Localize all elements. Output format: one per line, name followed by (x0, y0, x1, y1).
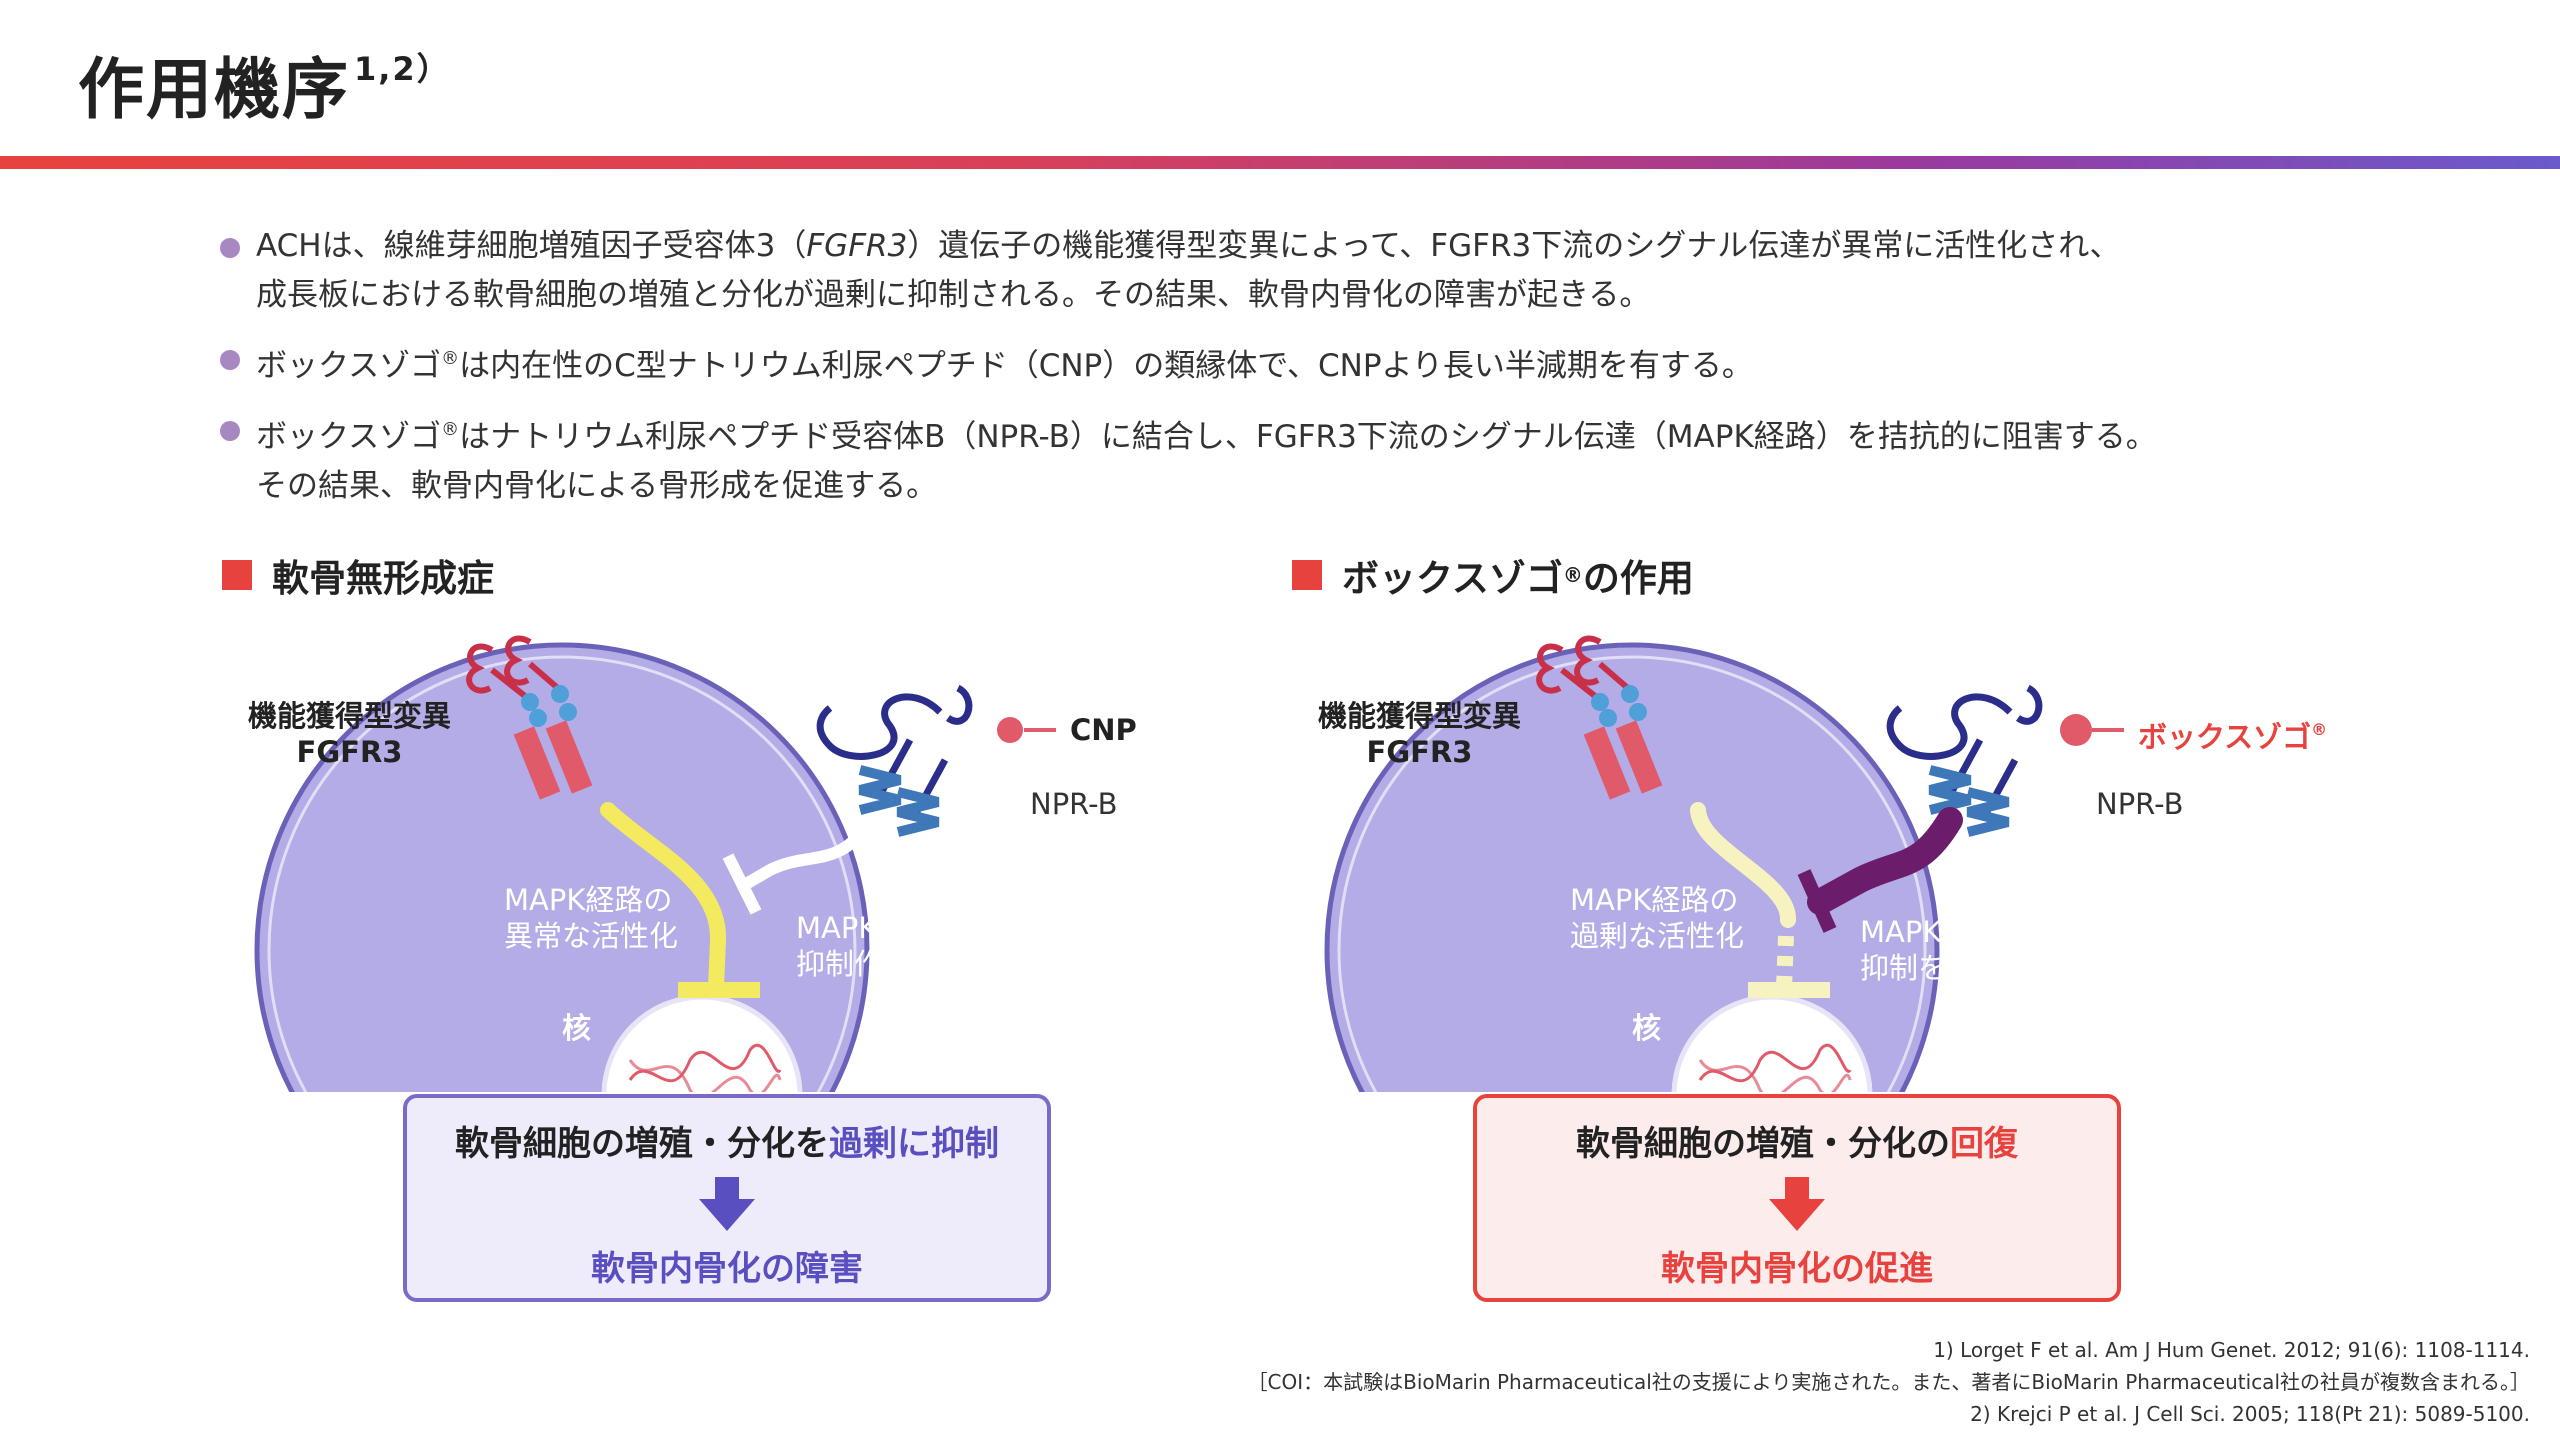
bullet-line: 成長板における軟骨細胞の増殖と分化が過剰に抑制される。その結果、軟骨内骨化の障害… (256, 277, 1651, 313)
nucleus-label: 核 (562, 1011, 592, 1045)
mapk-activation-label: MAPK経路の 過剰な活性化 (1570, 883, 1745, 953)
cell-illustration (1324, 635, 2124, 1092)
bullet-item: ボックスゾゴ®は内在性のC型ナトリウム利尿ペプチド（CNP）の類縁体で、CNPよ… (220, 334, 2440, 391)
title-reference: 1,2） (354, 50, 451, 88)
mapk-inhibition-label: MAPK経路の 抑制作用 (796, 911, 965, 981)
down-arrow-icon (407, 1177, 1047, 1231)
header-gradient-bar (0, 156, 2560, 169)
drug-action-diagram: 機能獲得型変異 FGFR3 ボックスゾゴ® NPR-B MAPK経路の 過剰な活… (1300, 620, 2327, 1320)
bullet-item: ボックスゾゴ®はナトリウム利尿ペプチド受容体B（NPR-B）に結合し、FGFR3… (220, 405, 2440, 511)
achondroplasia-result-box: 軟骨細胞の増殖・分化を過剰に抑制 軟骨内骨化の障害 (403, 1094, 1051, 1302)
bullet-line: ACHは、線維芽細胞増殖因子受容体3（FGFR3）遺伝子の機能獲得型変異によって… (256, 228, 2121, 264)
reference-2: 2) Krejci P et al. J Cell Sci. 2005; 118… (1970, 1402, 2530, 1426)
achondroplasia-diagram: 機能獲得型変異 FGFR3 CNP NPR-B MAPK経路の 異常な活性化 M… (230, 620, 1137, 1320)
references: 1) Lorget F et al. Am J Hum Genet. 2012;… (1248, 1334, 2530, 1430)
bullet-line: ボックスゾゴ®はナトリウム利尿ペプチド受容体B（NPR-B）に結合し、FGFR3… (256, 419, 2157, 455)
result-cause: 軟骨細胞の増殖・分化の回復 (1576, 1124, 2018, 1164)
mapk-inhibition-label: MAPK経路の 抑制を強化 (1860, 915, 2029, 985)
fgfr3-label: 機能獲得型変異 FGFR3 (248, 699, 452, 769)
cnp-label: CNP (1070, 713, 1137, 747)
drug-result-box: 軟骨細胞の増殖・分化の回復 軟骨内骨化の促進 (1473, 1094, 2121, 1302)
drug-label: ボックスゾゴ® (2138, 720, 2328, 754)
cell-illustration (254, 635, 1056, 1092)
right-section-heading: ボックスゾゴ®の作用 (1292, 548, 1694, 602)
heading-square-icon (1292, 560, 1322, 590)
bullet-line: その結果、軟骨内骨化による骨形成を促進する。 (256, 468, 938, 504)
mapk-activation-label: MAPK経路の 異常な活性化 (504, 883, 679, 953)
nprb-label: NPR-B (2096, 787, 2184, 821)
fgfr3-label: 機能獲得型変異 FGFR3 (1318, 699, 1522, 769)
nucleus-label: 核 (1632, 1011, 1662, 1045)
bullet-line: ボックスゾゴ®は内在性のC型ナトリウム利尿ペプチド（CNP）の類縁体で、CNPよ… (256, 348, 1753, 384)
bullet-list: ACHは、線維芽細胞増殖因子受容体3（FGFR3）遺伝子の機能獲得型変異によって… (220, 222, 2440, 525)
nprb-label: NPR-B (1030, 787, 1118, 821)
result-effect: 軟骨内骨化の促進 (1661, 1249, 1933, 1289)
reference-1: 1) Lorget F et al. Am J Hum Genet. 2012;… (1933, 1338, 2530, 1362)
result-cause: 軟骨細胞の増殖・分化を過剰に抑制 (455, 1124, 999, 1164)
left-section-heading: 軟骨無形成症 (222, 548, 494, 602)
down-arrow-icon (1477, 1177, 2117, 1231)
coi-note: ［COI：本試験はBioMarin Pharmaceutical社の支援により実… (1247, 1370, 2530, 1394)
heading-square-icon (222, 560, 252, 590)
bullet-item: ACHは、線維芽細胞増殖因子受容体3（FGFR3）遺伝子の機能獲得型変異によって… (220, 222, 2440, 320)
result-effect: 軟骨内骨化の障害 (591, 1249, 863, 1289)
